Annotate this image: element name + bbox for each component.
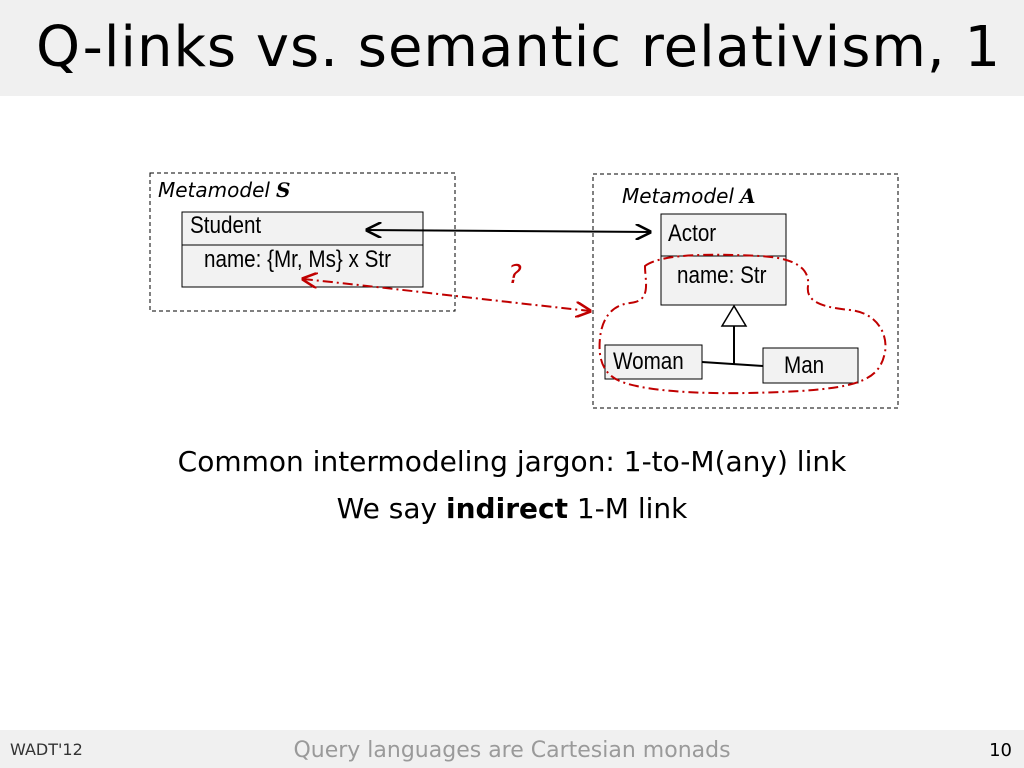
metamodel-a-symbol: A bbox=[739, 184, 756, 208]
man-class-name: Man bbox=[784, 352, 825, 379]
footer-bar bbox=[0, 730, 1024, 768]
inheritance-line-woman bbox=[701, 361, 764, 367]
student-actor-link bbox=[367, 230, 650, 232]
student-name-attribute: name: {Mr, Ms} x Str bbox=[204, 246, 391, 273]
woman-class-name: Woman bbox=[613, 348, 684, 375]
subclass-region-outline bbox=[598, 253, 887, 395]
indirect-emphasis: indirect bbox=[446, 492, 568, 525]
inheritance-triangle bbox=[720, 304, 748, 327]
name-to-subclass-link bbox=[303, 279, 590, 311]
actor-class-name: Actor bbox=[668, 220, 717, 247]
page-number: 10 bbox=[989, 740, 1012, 761]
actor-class-box bbox=[660, 213, 787, 306]
body-line-2: We say indirect 1-M link bbox=[336, 492, 688, 525]
metamodel-s-symbol: S bbox=[275, 178, 291, 202]
metamodel-a-frame bbox=[592, 173, 899, 409]
body-line-1: Common intermodeling jargon: 1-to-M(any)… bbox=[177, 445, 847, 478]
slide-title: Q-links vs. semantic relativism, 1 bbox=[36, 15, 1002, 80]
footer-talk-title: Query languages are Cartesian monads bbox=[293, 738, 731, 763]
footer-venue: WADT'12 bbox=[10, 740, 83, 759]
title-bar bbox=[0, 0, 1024, 96]
man-class-box bbox=[762, 347, 859, 384]
actor-name-attribute: name: Str bbox=[677, 262, 767, 289]
student-class-name: Student bbox=[190, 212, 262, 239]
question-mark: ? bbox=[508, 260, 522, 290]
